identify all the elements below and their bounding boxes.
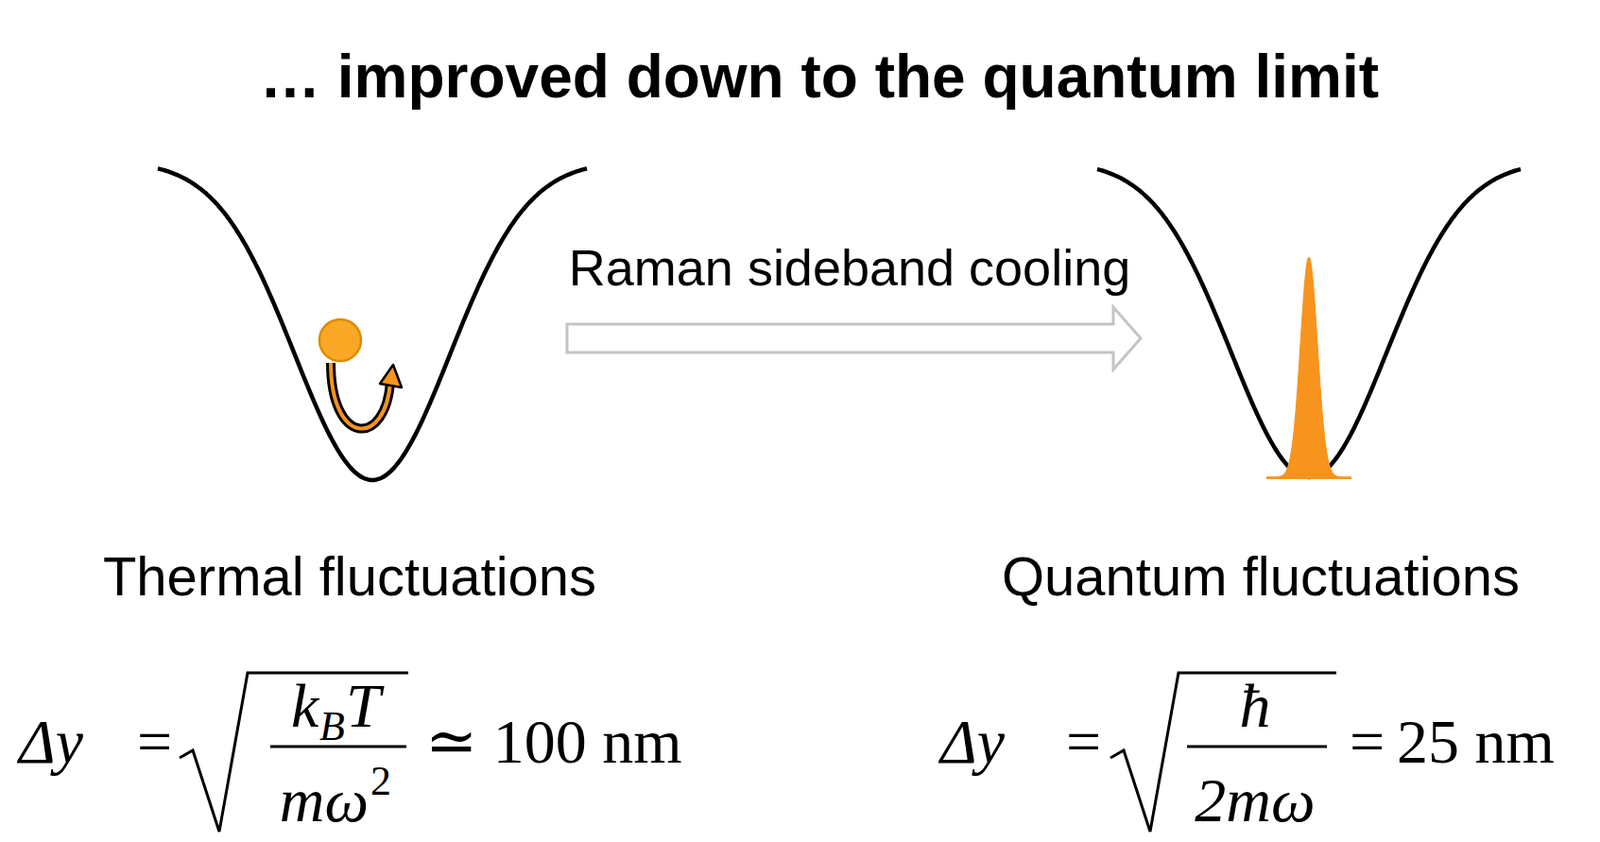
formula-symbol: Δy xyxy=(18,710,84,774)
potential-well xyxy=(157,168,587,481)
formula-exponent: 2 xyxy=(370,760,392,803)
motion-arrow xyxy=(330,362,391,430)
fraction-bar xyxy=(1187,745,1327,749)
formula-value: ≃ 100 nm xyxy=(425,710,683,774)
formula-symbol: ħ xyxy=(1239,674,1272,738)
wavepacket xyxy=(1266,257,1352,478)
slide-title: … improved down to the quantum limit xyxy=(259,46,1379,107)
process-arrow xyxy=(567,307,1141,370)
formula-value: 25 nm xyxy=(1396,710,1555,774)
formula-symbol: mω xyxy=(279,769,369,832)
formula-subscript: B xyxy=(319,705,345,748)
formula-symbol: Δy xyxy=(940,710,1005,774)
particle xyxy=(319,319,362,362)
formula-operator: = xyxy=(1349,710,1385,774)
formula-symbol: T xyxy=(345,674,381,738)
process-label: Raman sideband cooling xyxy=(568,241,1131,293)
arrowhead xyxy=(379,364,402,388)
potential-well xyxy=(1097,169,1521,478)
wavepacket-base xyxy=(1266,477,1352,480)
formula-operator: = xyxy=(137,710,173,774)
formula-symbol: 2mω xyxy=(1194,769,1315,832)
regime-label: Quantum fluctuations xyxy=(1001,549,1520,604)
formula-symbol: k xyxy=(291,674,319,738)
sqrt-sign xyxy=(1110,672,1337,832)
formula-operator: = xyxy=(1066,710,1102,774)
motion-arrow-outline xyxy=(330,362,391,430)
sqrt-sign xyxy=(179,672,409,832)
regime-label: Thermal fluctuations xyxy=(103,549,597,604)
